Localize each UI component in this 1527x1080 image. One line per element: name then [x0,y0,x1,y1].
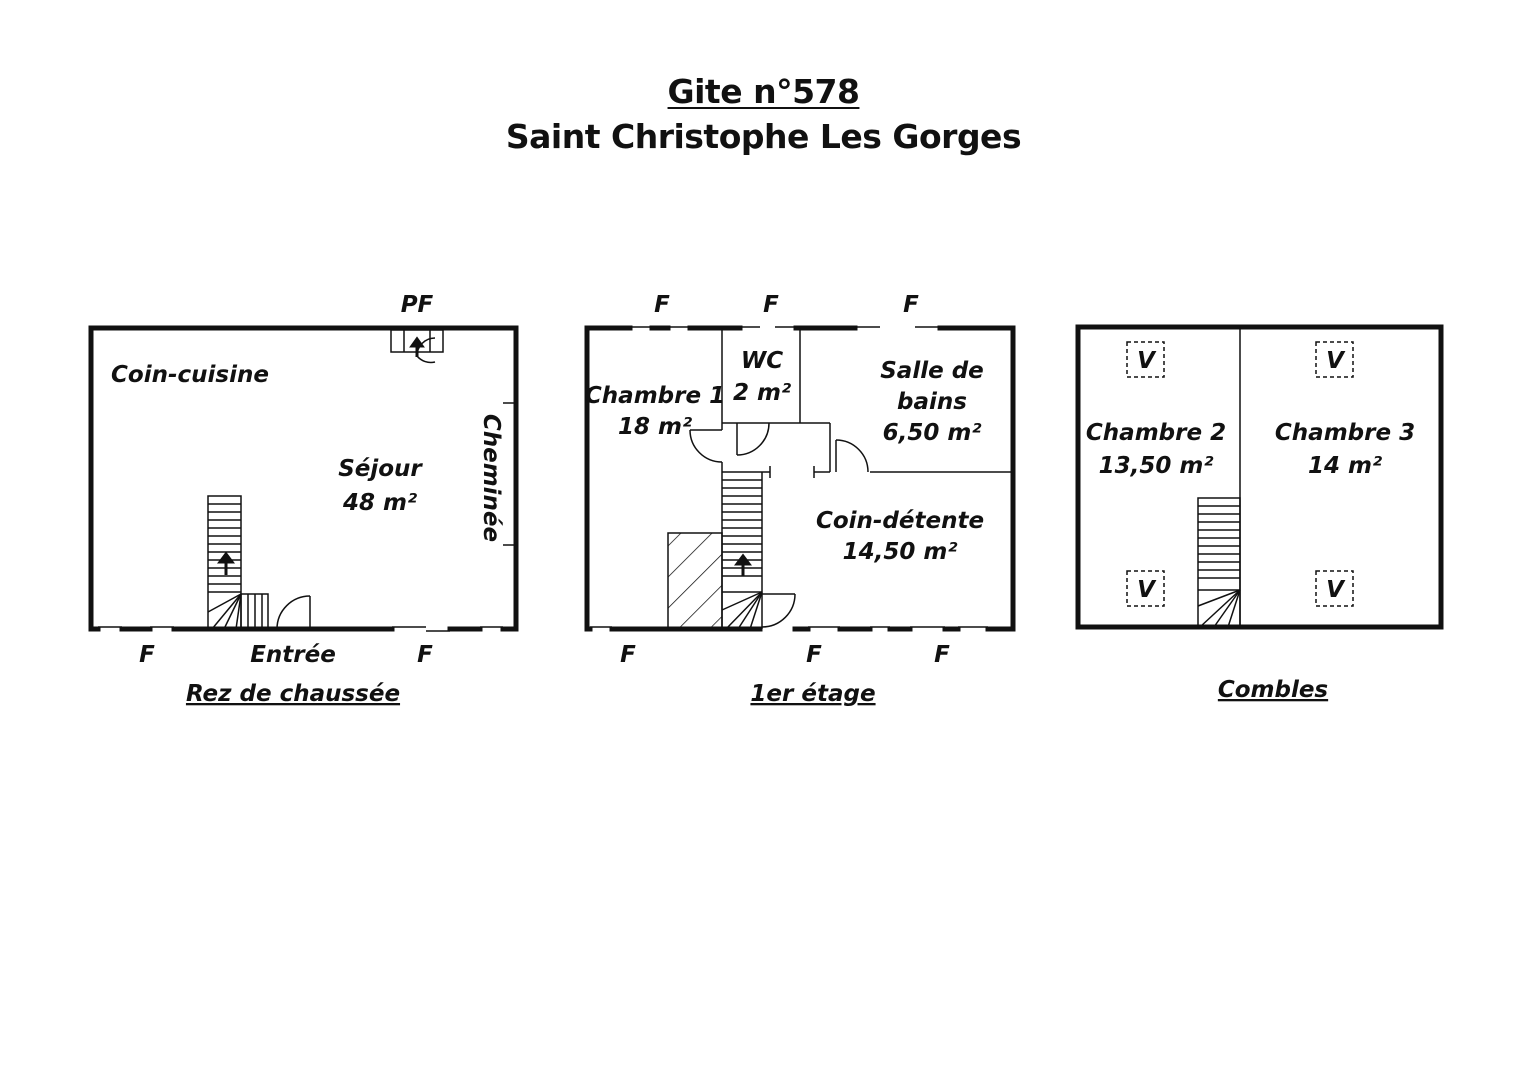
fireplace-label: Cheminée [478,414,504,542]
attic-walls [1075,324,1444,630]
stair-up-arrow-icon [217,551,235,575]
ground-window-right [392,626,503,632]
window-mark: F [620,642,636,668]
window-mark: F [903,292,919,318]
room-label-living: Séjour [338,456,423,482]
velux-mark: V [1137,577,1157,603]
ground-floor-plan: Coin-cuisine Séjour 48 m² Cheminée PF F … [88,292,519,707]
room-label-wc: WC [741,348,783,374]
window-mark: F [139,642,155,668]
plan-caption-first: 1er étage [750,681,875,707]
stair-up-arrow-icon [734,553,752,576]
window-mark: F [806,642,822,668]
room-label-bedroom2: Chambre 2 [1086,420,1226,446]
patio-door-mark: PF [401,292,434,318]
velux-windows [1126,341,1354,607]
patio-door-arrow-icon [409,336,425,357]
room-area-bedroom1: 18 m² [618,414,692,440]
window-mark: F [763,292,779,318]
page-title: Gite n°578 [667,72,860,111]
room-area-living: 48 m² [342,490,417,516]
room-area-bathroom: 6,50 m² [883,420,982,446]
first-partitions [721,328,1013,629]
room-label-bathroom-2: bains [897,389,967,415]
room-area-bedroom2: 13,50 m² [1099,453,1214,479]
room-area-wc: 2 m² [733,380,791,406]
first-floor-plan: F F F F F F Chambre 1 18 m² WC 2 m² Sall… [584,292,1016,707]
room-label-kitchen: Coin-cuisine [111,362,269,388]
room-label-lounge: Coin-détente [816,508,984,534]
room-label-entrance: Entrée [250,642,336,668]
room-label-bathroom: Salle de [880,358,984,384]
plan-caption-ground: Rez de chaussée [186,681,400,707]
velux-mark: V [1137,348,1157,374]
first-doors [689,422,869,628]
hatched-block [667,532,723,630]
attic-plan: V V V V Chambre 2 13,50 m² Chambre 3 14 … [1075,324,1444,703]
entrance-door [276,595,311,630]
first-windows [590,326,988,628]
velux-mark: V [1326,348,1346,374]
page-subtitle: Saint Christophe Les Gorges [505,117,1022,156]
attic-staircase [1197,497,1241,628]
window-mark: F [417,642,433,668]
window-mark: F [654,292,670,318]
first-staircase [721,479,763,630]
fireplace-marks [503,402,516,546]
plan-caption-attic: Combles [1218,677,1328,703]
room-label-bedroom3: Chambre 3 [1275,420,1415,446]
velux-mark: V [1326,577,1346,603]
room-area-bedroom3: 14 m² [1308,453,1382,479]
ground-staircase [207,495,269,630]
room-area-lounge: 14,50 m² [843,539,958,565]
window-mark: F [934,642,950,668]
room-label-bedroom1: Chambre 1 [585,383,725,409]
